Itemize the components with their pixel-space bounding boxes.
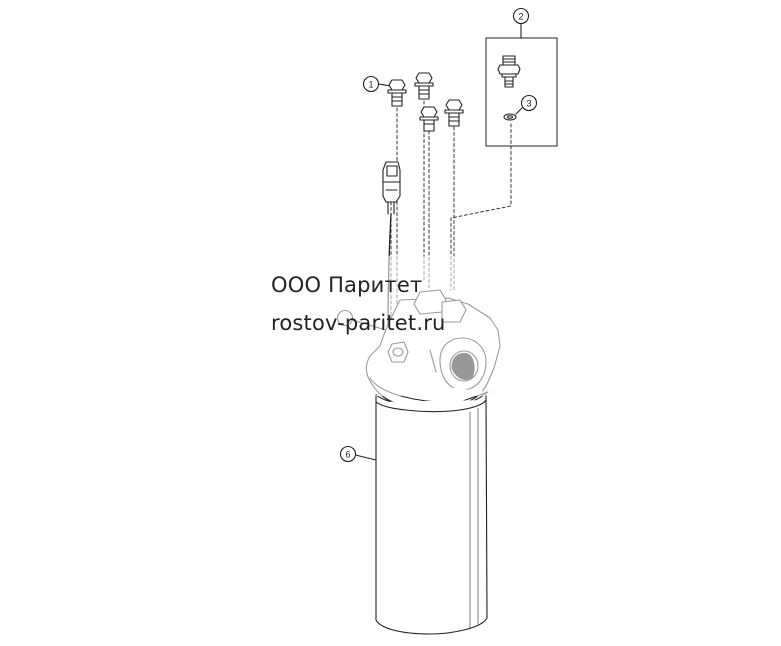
- callout-1-label: 1: [368, 80, 373, 90]
- bolt-2: [414, 72, 434, 100]
- bolt-1: [387, 79, 407, 107]
- watermark-company: ООО Паритет: [271, 273, 423, 297]
- callout-6-label: 6: [345, 450, 350, 460]
- callout-3: 3: [515, 94, 538, 115]
- callout-2: 2: [512, 7, 530, 39]
- callout-2-box: [485, 37, 558, 147]
- callout-3-label: 3: [526, 99, 531, 109]
- sealing-washer: [503, 113, 517, 121]
- sensor-fitting: [497, 55, 521, 88]
- bolt-4: [444, 99, 464, 127]
- watermark-site: rostov-paritet.ru: [271, 311, 446, 335]
- watermark-panel: [250, 256, 536, 396]
- callout-2-label: 2: [518, 12, 523, 22]
- filter-canister: [375, 391, 488, 635]
- electrical-connector: [382, 161, 401, 215]
- bolt-3: [419, 106, 439, 132]
- callout-6: 6: [339, 445, 377, 463]
- callout-1: 1: [362, 75, 392, 93]
